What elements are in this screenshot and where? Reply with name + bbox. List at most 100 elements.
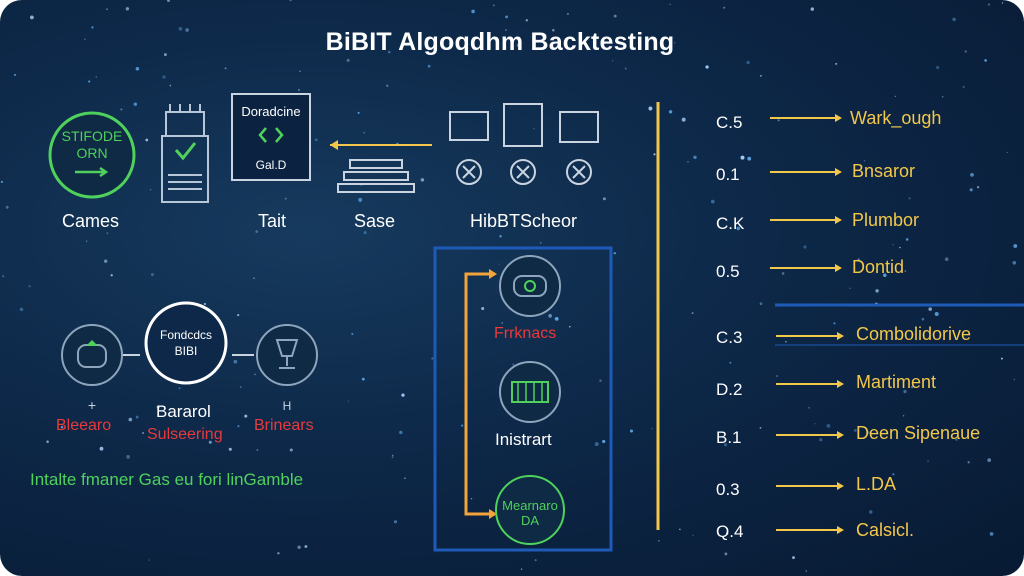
left-node-icon [61,324,123,386]
star-dot [133,102,137,106]
star-dot [361,377,365,381]
badge-line-1: STIFODE [61,128,123,144]
star-dot [1000,357,1003,360]
star-dot [149,188,152,191]
label-tait: Tait [258,211,287,231]
star-dot [921,317,925,321]
star-dot [391,454,394,457]
star-dot [705,65,709,69]
star-dot [781,272,785,275]
star-dot [399,430,403,435]
star-dot [60,425,64,429]
star-dot [869,510,873,514]
arrow-right-icon [835,216,842,224]
star-dot [669,3,671,6]
star-dot [145,138,149,142]
star-dot [724,338,726,340]
star-dot [747,156,752,161]
star-dot [104,259,108,263]
star-dot [989,532,994,536]
star-dot [299,70,301,72]
star-dot [284,197,287,200]
center-node-line-2: BIBI [174,344,198,358]
star-dot [602,197,606,201]
star-dot [819,437,823,442]
star-dot [387,50,391,54]
star-dot [566,12,569,15]
star-dot [255,230,259,233]
star-dot [393,520,398,524]
star-dot [955,438,958,441]
star-dot [516,43,521,48]
list-label: Plumbor [852,210,920,230]
star-dot [481,306,485,311]
star-dot [648,106,653,111]
processor-icon [161,104,209,203]
star-dot [91,26,94,29]
star-dot [233,359,238,364]
star-dot [239,386,242,388]
arrow-right-icon [837,482,844,490]
star-dot [142,431,145,435]
stack-icon [337,159,415,193]
goblet-icon [256,324,318,386]
list-value: C.3 [716,328,743,347]
star-dot [808,406,811,409]
star-dot [95,76,97,78]
star-dot [346,58,350,62]
center-node-text: Fondcdcs BIBI [146,327,226,359]
star-dot [277,552,280,555]
star-dot [687,160,689,163]
star-dot [533,127,535,130]
star-dot [256,449,259,451]
star-dot [461,424,464,427]
star-dot [289,448,293,452]
panel-box [231,93,311,181]
star-dot [401,393,405,397]
plus-mark: + [88,397,96,413]
star-dot [894,95,896,97]
star-dot [178,26,183,31]
star-dot [987,458,992,462]
star-dot [88,80,91,83]
star-dot [431,357,434,360]
star-dot [540,242,542,244]
star-dot [520,568,523,570]
star-dot [710,199,715,204]
star-dot [135,415,139,419]
star-dot [29,15,34,20]
star-dot [19,307,24,312]
list-label: Calsicl. [856,520,915,540]
star-dot [611,60,614,62]
star-dot [135,67,140,71]
star-dot [653,153,656,156]
star-dot [952,17,956,22]
star-dot [785,340,787,343]
arrow-right-icon [835,168,842,176]
star-dot [363,131,366,134]
star-dot [970,173,974,177]
star-dot [826,424,831,428]
star-dot [237,425,240,428]
star-dot [501,322,503,324]
machines-icon [449,103,599,185]
star-dot [594,442,599,447]
star-dot [693,155,697,160]
star-dot [777,119,780,122]
star-dot [629,429,634,433]
star-dot [668,110,673,114]
star-dot [724,552,728,556]
label-bleearo: Bleearo [56,417,112,434]
star-dot [1,275,5,278]
star-dot [853,428,857,432]
list-value: B.1 [716,428,742,447]
star-dot [1012,260,1017,265]
panel-box-top-text: Doradcine [241,104,301,119]
star-dot [228,447,232,451]
code-bracket-icon [258,127,284,143]
page-title: BiBIT Algoqdhm Backtesting [325,28,675,56]
star-dot [740,155,745,160]
center-node-circle [144,301,228,385]
